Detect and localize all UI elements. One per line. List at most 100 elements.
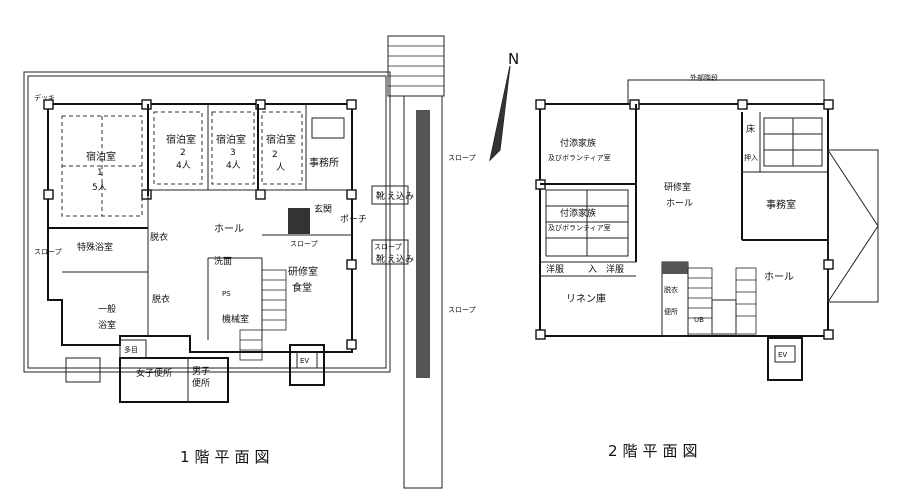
- tatami-outline: [153, 111, 203, 185]
- label-shoe-b: え込み: [387, 191, 414, 202]
- label-ev-1f: EV: [300, 357, 309, 365]
- label-ps: PS: [222, 290, 231, 298]
- column: [823, 99, 834, 110]
- exterior-box: [65, 357, 101, 383]
- label-shoe-c: 靴: [376, 253, 385, 265]
- label-room1-num: 1: [97, 168, 103, 178]
- label-family-room1-a: 付添家族: [560, 137, 596, 149]
- label-closet: 脱衣: [150, 231, 168, 243]
- north-arrow-icon: [489, 65, 511, 162]
- label-general: 一般: [98, 303, 116, 315]
- label-clothes: 洋服: [546, 263, 564, 275]
- column: [535, 329, 546, 340]
- column: [141, 99, 152, 110]
- label-dining: 食堂: [292, 281, 312, 294]
- column: [346, 259, 357, 270]
- multi-toilet-box: [119, 339, 147, 359]
- ramp-surface: [416, 110, 430, 378]
- label-linen: リネン庫: [566, 292, 606, 305]
- label-office: 事務所: [309, 156, 339, 169]
- entrance-stair: [288, 208, 310, 234]
- label-slope-e: スロープ: [448, 306, 476, 314]
- label-deck: デッキ: [34, 93, 55, 102]
- label-room2-cap: 4人: [176, 160, 191, 171]
- column: [629, 99, 640, 110]
- canopy: [827, 149, 879, 303]
- label-machine-room: 機械室: [222, 313, 249, 325]
- label-study-hall-b: ホール: [666, 198, 693, 209]
- label-room2: 宿泊室: [166, 133, 196, 146]
- column: [823, 329, 834, 340]
- label-slope-a: スロープ: [374, 243, 402, 251]
- label-family-room1-b: 及びボランティア室: [548, 153, 611, 162]
- service-dark: [662, 262, 688, 274]
- elevator-car: [296, 351, 318, 369]
- tatami-grid: [545, 117, 823, 257]
- column: [255, 99, 266, 110]
- label-entry: 入: [588, 264, 597, 275]
- label-shoe-a: 靴: [376, 190, 385, 202]
- label-room3-num: 3: [230, 148, 236, 158]
- label-toilet-m: 男子: [192, 366, 210, 377]
- label-room4-cap: 人: [276, 162, 285, 173]
- planter-box: [371, 185, 409, 205]
- canopy-line: [827, 225, 879, 303]
- column: [346, 189, 357, 200]
- label-slope-d: スロープ: [448, 154, 476, 162]
- column: [346, 99, 357, 110]
- column: [255, 189, 266, 200]
- main-stair: [239, 269, 287, 361]
- label-family-room2-b: 及びボランティア室: [548, 223, 611, 232]
- label-room4: 宿泊室: [266, 133, 296, 146]
- label-study-hall-a: 研修室: [664, 181, 691, 193]
- label-special-bath: 特殊浴室: [77, 241, 113, 253]
- elevator-car-2f: [774, 345, 796, 363]
- label-dress-2f: 脱衣: [664, 285, 678, 294]
- label-toilet-w: 女子便所: [136, 367, 172, 379]
- label-outer-stair: 外部階段: [690, 73, 718, 82]
- label-room3-cap: 4人: [226, 160, 241, 171]
- label-family-room2-a: 付添家族: [560, 207, 596, 219]
- label-toilet-2f: 便所: [664, 307, 678, 316]
- column: [141, 189, 152, 200]
- bath-unit: [711, 299, 737, 335]
- tatami-outline: [211, 111, 255, 185]
- label-bath: 浴室: [98, 319, 116, 331]
- label-clothes2: 洋服: [606, 263, 624, 275]
- label-slope-b: スロープ: [290, 240, 318, 248]
- label-hall: ホール: [214, 223, 244, 235]
- label-office-2f: 事務室: [766, 198, 796, 211]
- plan2-title: 2階平面図: [608, 442, 703, 460]
- deck-inner-outline: [27, 75, 387, 369]
- label-room1: 宿泊室: [86, 150, 116, 163]
- label-shoe-d: え込み: [387, 254, 414, 265]
- north-label: N: [508, 50, 519, 68]
- label-wash: 洗面: [214, 255, 232, 267]
- stair-treads: [388, 45, 444, 87]
- toilet-block: [119, 357, 229, 403]
- office-desk: [311, 117, 345, 139]
- label-multi-toilet: 多目: [124, 345, 138, 354]
- first-floor-plan: [23, 35, 445, 489]
- column: [737, 99, 748, 110]
- tatami-outline: [261, 111, 303, 185]
- stair-2f: [687, 267, 757, 335]
- column: [43, 99, 54, 110]
- outer-stair: [627, 79, 825, 105]
- label-hall-2f: ホール: [764, 271, 794, 283]
- planter-box: [371, 239, 409, 265]
- label-room3: 宿泊室: [216, 133, 246, 146]
- label-ev-2f: EV: [778, 351, 787, 359]
- plan1-title: 1階平面図: [180, 448, 275, 466]
- label-tatami-a: 床: [746, 123, 755, 135]
- column: [823, 259, 834, 270]
- second-floor-plan: [535, 79, 879, 381]
- label-entrance: 玄関: [314, 203, 332, 215]
- canopy-line: [827, 149, 879, 227]
- column: [43, 189, 54, 200]
- column: [346, 339, 357, 350]
- label-room2-num: 2: [180, 148, 186, 158]
- elevator-shaft-2f: [767, 337, 803, 381]
- label-tatami-b: 押入: [744, 153, 758, 162]
